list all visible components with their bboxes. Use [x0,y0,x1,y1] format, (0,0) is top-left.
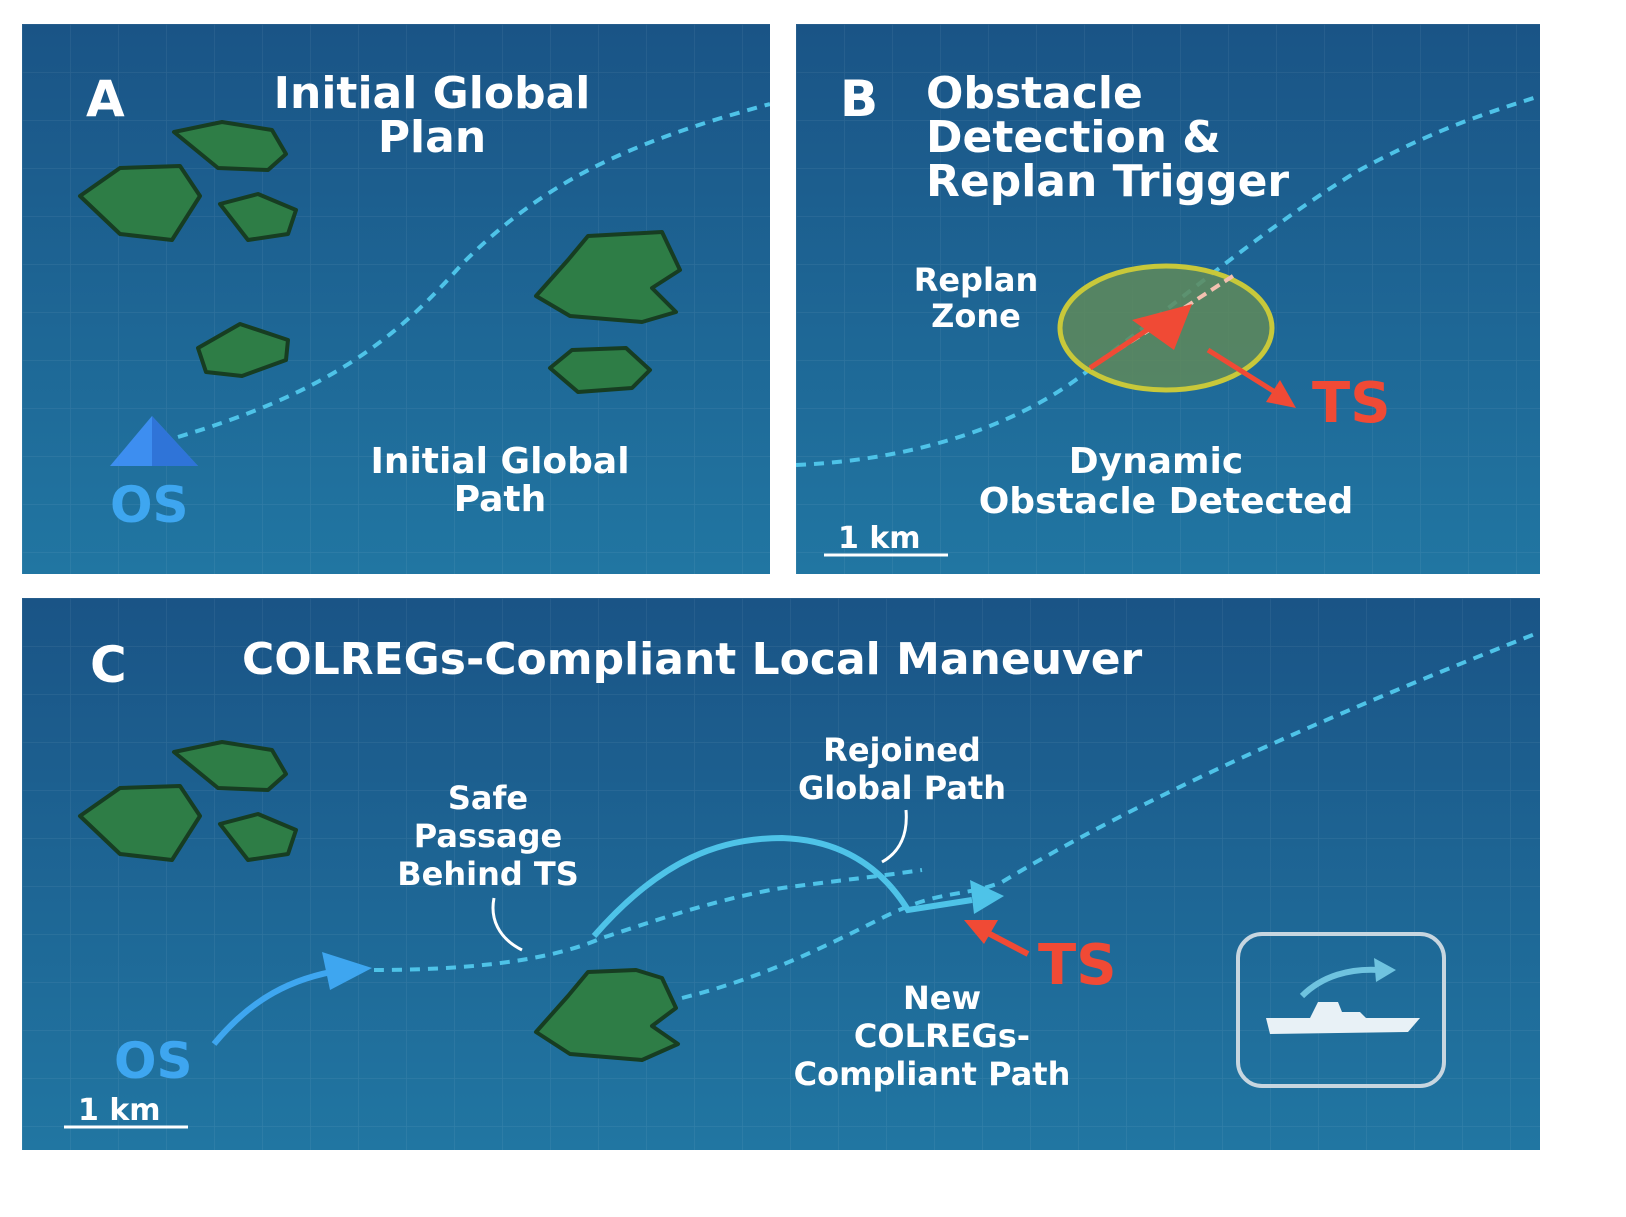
new-colregs-path [591,834,973,938]
new-path-line3: Compliant Path [793,1055,1071,1093]
target-ship-label: TS [1312,371,1391,436]
panel-title-line2: Detection & [926,112,1221,163]
detect-label-line1: Dynamic [1068,441,1244,482]
own-ship-track [211,967,343,1046]
panel-a-canvas [22,24,770,574]
scale-label: 1 km [838,521,921,556]
panel-title-line3: Replan Trigger [926,156,1290,207]
rejoined-global-path [373,630,1540,1000]
target-ship-arrowhead [1266,380,1296,408]
replan-zone-label-line2: Zone [931,297,1021,335]
safe-passage-line2: Passage [413,817,563,855]
own-ship-heading [1088,321,1158,371]
own-ship-label: OS [110,476,189,534]
island [534,230,682,324]
panel-title-line2: Plan [377,112,487,163]
rejoined-label-line1: Rejoined [823,731,981,769]
path-label-line1: Initial Global [370,441,630,482]
ship-maneuver-icon [1236,932,1446,1088]
island [218,192,298,242]
island [78,784,202,862]
safe-passage-leader [491,897,523,952]
island [218,812,298,862]
rejoined-leader [881,809,908,864]
panel-letter: B [840,70,879,128]
rejoined-label-line2: Global Path [797,769,1007,807]
scale-label: 1 km [78,1093,161,1128]
new-path-arrowhead [970,880,1004,914]
panel-title: COLREGs-Compliant Local Maneuver [242,634,1143,685]
target-ship-label: TS [1038,933,1117,998]
own-ship-highlight [152,416,198,466]
replan-zone-label-line1: Replan [913,261,1039,299]
detect-label-line2: Obstacle Detected [978,481,1354,522]
own-ship-arrowhead [1132,304,1192,350]
target-ship-vector [984,929,1030,957]
islands-c [78,740,680,1062]
island [172,120,288,172]
island [172,740,288,792]
panel-letter: C [90,636,127,694]
target-ship-vector [1206,347,1280,397]
ship-icon-graphic [1266,958,1420,1034]
target-ship-arrowhead [964,920,998,944]
island [548,346,652,394]
path-label-line2: Path [453,479,547,520]
islands-a [78,120,682,394]
panel-b: B Obstacle Detection & Replan Trigger Re… [796,24,1540,574]
panel-letter: A [86,70,125,128]
panel-title-line1: Obstacle [926,68,1143,119]
panel-c: C COLREGs-Compliant Local Maneuver Rejoi… [22,598,1540,1150]
panel-c-canvas [22,598,1540,1150]
island [196,322,290,378]
safe-passage-line3: Behind TS [397,855,579,893]
own-ship-label: OS [114,1032,193,1090]
initial-global-path [177,102,770,439]
panel-a: A Initial Global Plan Initial Global Pat… [22,24,770,574]
own-ship-arrowhead [322,952,372,990]
new-path-line1: New [902,979,982,1017]
island [534,968,680,1062]
panel-b-canvas [796,24,1540,574]
safe-passage-line1: Safe [447,779,529,817]
panel-title-line1: Initial Global [273,68,591,119]
new-path-line2: COLREGs- [853,1017,1031,1055]
island [78,164,202,242]
